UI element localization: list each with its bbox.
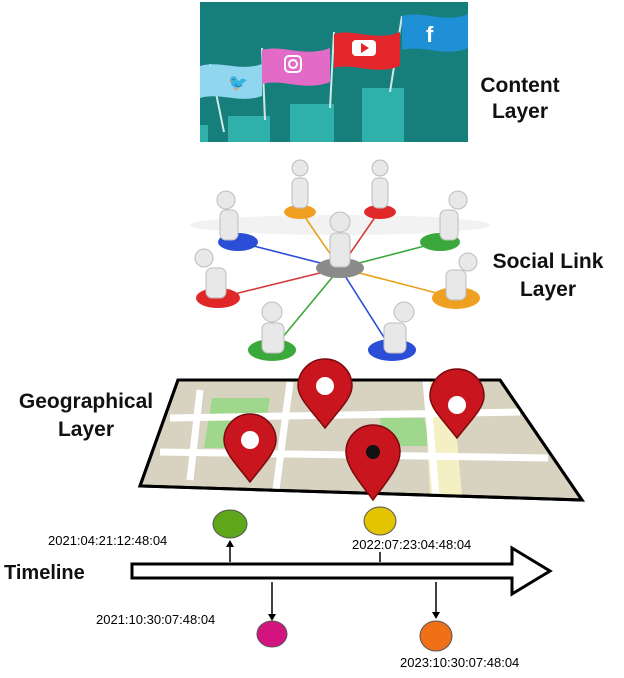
person-figure (261, 301, 285, 354)
timeline-event-dot (419, 620, 453, 652)
content-layer-label-line2: Layer (492, 100, 548, 123)
twitter-icon: 🐦 (200, 64, 262, 99)
geo-layer-label-line2: Layer (58, 418, 114, 441)
person-figure (383, 301, 415, 354)
arrowhead (432, 612, 440, 619)
geographical-map (137, 358, 585, 502)
map-pin (297, 358, 353, 430)
bar (228, 116, 270, 142)
bar (200, 125, 208, 142)
geo-layer-label-line1: Geographical (19, 390, 153, 413)
instagram-icon (262, 48, 330, 86)
person-figure (194, 248, 227, 299)
person-figure (329, 211, 351, 268)
timeline-label: Timeline (4, 562, 85, 584)
content-layer-label-line1: Content (480, 74, 559, 97)
svg-text:🐦: 🐦 (228, 73, 248, 92)
svg-text:f: f (426, 22, 434, 47)
social-layer-label-line1: Social Link (493, 250, 604, 273)
timeline-arrow (130, 545, 553, 597)
person-figure (216, 190, 239, 241)
person-figure (371, 159, 389, 209)
arrowhead (268, 614, 276, 621)
social-link-network (190, 159, 490, 361)
bar (362, 88, 404, 142)
person-figure (439, 190, 468, 241)
timeline-event-timestamp: 2021:04:21:12:48:04 (48, 533, 167, 548)
person-figure (291, 159, 309, 209)
timeline: Timeline 2021:04:21:12:48:04 2022:07:23:… (4, 506, 553, 670)
map-pin-selected (345, 424, 401, 502)
map-pin (429, 368, 485, 440)
map-pin (223, 413, 277, 484)
social-layer-label-line2: Layer (520, 278, 576, 301)
content-layer-image: 🐦 f (200, 2, 468, 142)
timeline-event-dot (363, 506, 397, 536)
timeline-event-dot (256, 620, 288, 648)
arrowhead (226, 540, 234, 547)
person-figure (445, 252, 478, 301)
timeline-event-dot (212, 509, 248, 539)
youtube-icon (334, 32, 400, 70)
facebook-icon: f (402, 14, 468, 52)
timeline-event-timestamp: 2023:10:30:07:48:04 (400, 655, 519, 670)
timeline-event-timestamp: 2022:07:23:04:48:04 (352, 537, 471, 552)
timeline-event-timestamp: 2021:10:30:07:48:04 (96, 612, 215, 627)
bar (290, 104, 334, 142)
